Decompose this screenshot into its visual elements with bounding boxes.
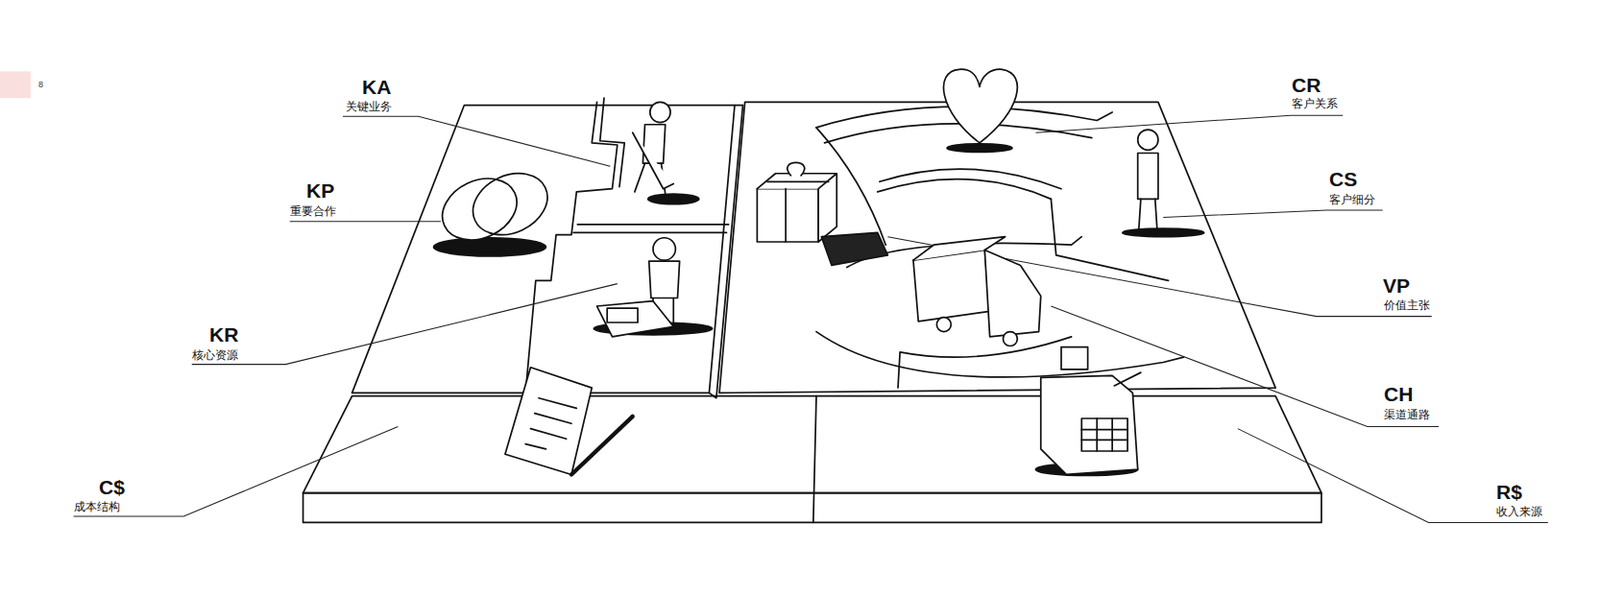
- page-number: 8: [38, 80, 44, 91]
- block-name: 渠道通路: [1383, 409, 1431, 422]
- block-code: KP: [306, 179, 335, 202]
- block-code: CR: [1291, 73, 1321, 97]
- block-name: 核心资源: [192, 349, 239, 363]
- block-name: 客户关系: [1291, 97, 1338, 111]
- block-code: CH: [1383, 383, 1413, 406]
- block-code: KR: [209, 323, 239, 346]
- block-name: 价值主张: [1383, 299, 1431, 313]
- block-code: KA: [362, 75, 391, 98]
- block-code: CS: [1329, 168, 1358, 191]
- block-code: R$: [1496, 481, 1523, 504]
- block-name: 客户细分: [1329, 193, 1376, 207]
- block-name: 成本结构: [73, 501, 121, 514]
- block-code: C$: [98, 476, 125, 499]
- block-name: 收入来源: [1496, 506, 1543, 519]
- block-name: 关键业务: [345, 100, 392, 114]
- block-name: 重要合作: [290, 205, 337, 219]
- block-code: VP: [1382, 274, 1410, 297]
